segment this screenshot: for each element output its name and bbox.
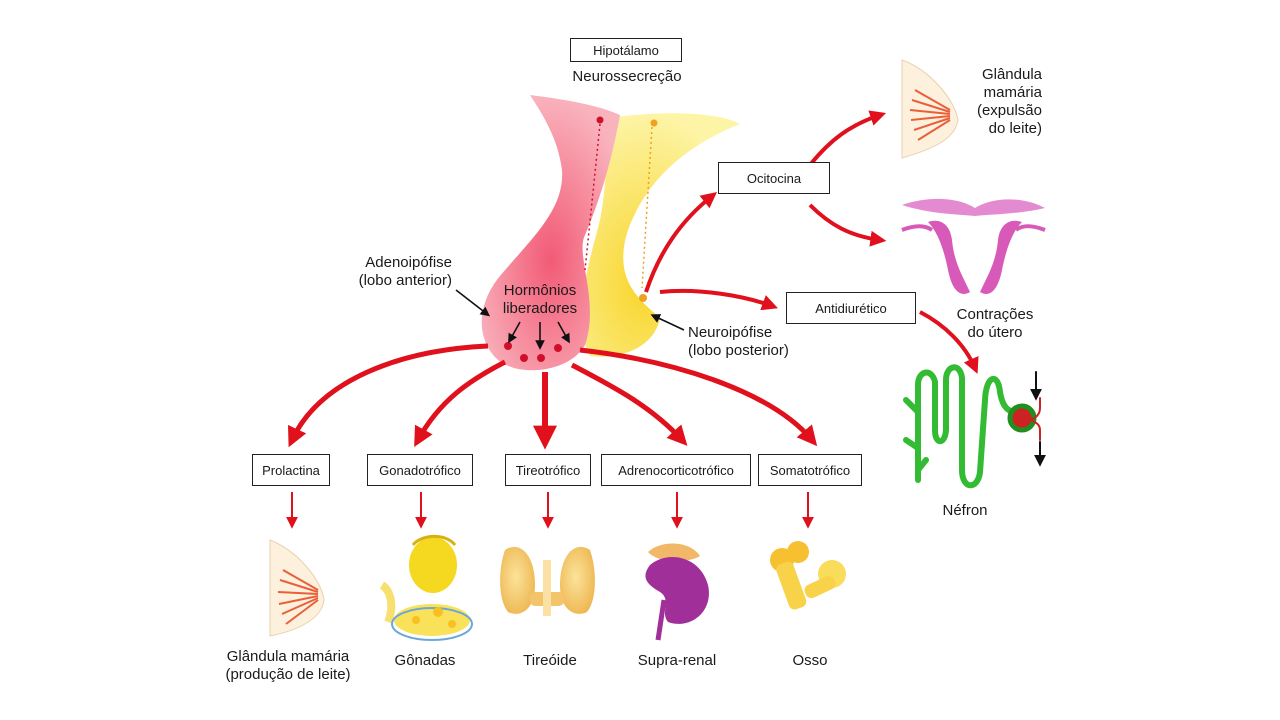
bone-illustration [770,541,846,610]
mammary-line4: do leite) [988,120,1042,137]
antidiuretico-label: Antidiurético [815,300,887,316]
antidiuretico-box: Antidiurético [786,292,916,324]
mammary-production-line2: (produção de leite) [225,666,351,683]
adrenal-illustration [645,543,709,641]
mammary-gland-illustration [901,59,959,159]
nephron-label: Néfron [942,502,988,519]
neurosecretion-label: Neurossecreção [572,68,682,85]
mammary-gland-bottom-illustration [269,539,325,637]
somatotrofico-label: Somatotrófico [769,462,851,478]
adrenal-label: Supra-renal [637,652,717,669]
gonads-label: Gônadas [394,652,456,669]
prolactina-box: Prolactina [252,454,330,486]
mammary-line1: Glândula [981,66,1042,83]
thyroid-illustration [500,546,595,616]
gonadotrofico-box: Gonadotrófico [367,454,473,486]
gonadotrofico-label: Gonadotrófico [379,462,461,478]
anterior-lobe [481,95,620,371]
uterus-line2: do útero [967,324,1023,341]
tireotrofico-label: Tireotrófico [515,462,581,478]
nephron-illustration [903,364,1046,489]
mammary-line3: (expulsão [976,102,1042,119]
mammary-line2: mamária [983,84,1042,101]
neurohypophysis-line2: (lobo posterior) [688,342,789,359]
releasing-line1: Hormônios [503,282,577,299]
somatotrofico-box: Somatotrófico [758,454,862,486]
hypothalamus-label: Hipotálamo [593,42,659,58]
uterus-contraction-label: Contrações do útero [935,306,1055,342]
prolactina-label: Prolactina [262,462,320,478]
posterior-lobe [581,113,740,357]
adenohypophysis-line1: Adenoipófise [365,254,452,271]
ocitocina-label: Ocitocina [746,170,802,186]
bone-label: Osso [792,652,828,669]
neurohypophysis-line1: Neuroipófise [688,324,773,341]
thyroid-label: Tireóide [523,652,577,669]
hypothalamus-box: Hipotálamo [570,38,682,62]
adenohypophysis-label: Adenoipófise (lobo anterior) [330,254,452,290]
mammary-production-line1: Glândula mamária [226,648,350,665]
uterus-line1: Contrações [956,306,1034,323]
adrenocorticotrofico-box: Adrenocorticotrófico [601,454,751,486]
gonads-illustration [379,534,473,641]
adrenocorticotrofico-label: Adrenocorticotrófico [618,462,734,478]
releasing-hormones-label: Hormônios liberadores [482,282,598,318]
pituitary-gland [481,95,740,371]
mammary-production-label: Glândula mamária (produção de leite) [204,648,372,684]
tireotrofico-box: Tireotrófico [505,454,591,486]
adenohypophysis-line2: (lobo anterior) [358,272,452,289]
neurohypophysis-label: Neuroipófise (lobo posterior) [688,324,818,360]
uterus-illustration [901,198,1046,294]
ocitocina-box: Ocitocina [718,162,830,194]
mammary-expulsion-label: Glândula mamária (expulsão do leite) [960,66,1042,138]
releasing-line2: liberadores [502,300,578,317]
